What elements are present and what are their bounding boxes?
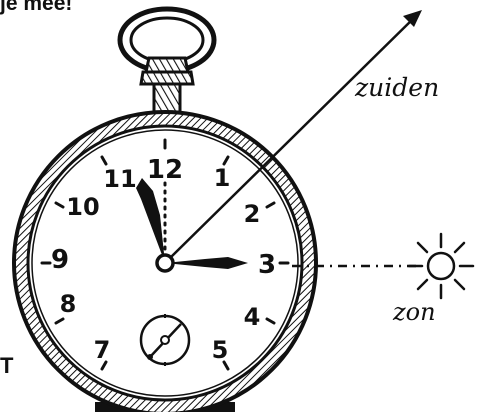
dial-number-3: 3 — [258, 250, 276, 280]
label-south: zuiden — [354, 73, 439, 102]
dial-number-7: 7 — [94, 336, 111, 364]
dial-number-9: 9 — [51, 245, 69, 275]
dial-number-11: 11 — [103, 165, 136, 193]
header-text-fragment: je mee! — [0, 0, 72, 16]
side-text-fragment: T — [0, 353, 13, 379]
dial-number-1: 1 — [214, 164, 231, 192]
dial-number-12: 12 — [147, 155, 183, 185]
dial-number-4: 4 — [244, 303, 261, 331]
label-sun: zon — [392, 298, 436, 326]
sun-icon — [409, 234, 473, 298]
dial-number-2: 2 — [244, 200, 261, 228]
dial-number-10: 10 — [66, 193, 99, 221]
dial-number-5: 5 — [212, 336, 229, 364]
dial-number-8: 8 — [60, 290, 77, 318]
